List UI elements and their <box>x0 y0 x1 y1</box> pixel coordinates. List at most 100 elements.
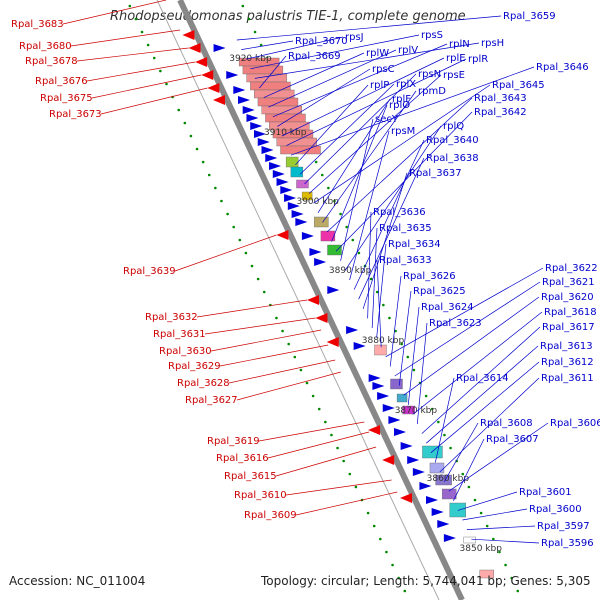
forward-gene <box>295 218 308 226</box>
forward-gene <box>327 286 340 294</box>
forward-gene-label: Rpal_3670 <box>295 36 348 47</box>
forward-gene-label: Rpal_3633 <box>379 255 432 266</box>
gc-dot-outer <box>311 394 315 398</box>
forward-gene-label: Rpal_3626 <box>403 271 456 282</box>
reverse-label-leader <box>91 74 202 99</box>
forward-label-leader <box>398 290 412 386</box>
forward-label-leader <box>286 58 467 146</box>
reverse-label-leader <box>100 87 208 115</box>
reverse-gene <box>188 43 201 53</box>
forward-label-leader <box>457 491 518 511</box>
reverse-label-leader <box>275 446 377 477</box>
gc-dot-outer <box>207 173 211 177</box>
forward-gene <box>314 258 327 266</box>
forward-label-leader <box>259 55 287 89</box>
reverse-label-leader <box>196 299 308 318</box>
reverse-gene <box>307 295 319 305</box>
forward-gene-label: Rpal_3608 <box>480 418 533 429</box>
reverse-gene-label: Rpal_3673 <box>49 109 102 120</box>
gc-dot-outer <box>165 82 168 86</box>
gc-dot-outer <box>275 316 278 320</box>
gc-dot-inner <box>443 433 446 437</box>
forward-gene-label: rpsS <box>421 30 443 41</box>
forward-gene <box>437 520 450 528</box>
gc-dot-outer <box>152 56 156 60</box>
gc-dot-outer <box>366 511 370 515</box>
forward-label-leader <box>403 296 540 396</box>
gc-dot-inner <box>394 329 397 333</box>
position-tick-label: 3870 kbp <box>395 406 438 416</box>
reverse-gene <box>213 95 225 105</box>
forward-label-leader <box>444 422 479 482</box>
forward-label-leader <box>376 243 387 338</box>
forward-gene <box>309 248 322 256</box>
forward-label-leader <box>394 281 541 377</box>
gene-feature <box>253 89 295 99</box>
gc-dot-inner <box>510 576 513 580</box>
gc-dot-outer <box>391 563 394 567</box>
forward-gene-label: Rpal_3601 <box>519 487 572 498</box>
forward-gene-label: Rpal_3659 <box>503 11 556 22</box>
forward-gene <box>388 416 401 424</box>
forward-gene-label: Rpal_3634 <box>388 239 441 250</box>
forward-label-leader <box>412 311 543 415</box>
forward-gene <box>250 122 263 130</box>
forward-label-leader <box>416 322 428 425</box>
reverse-label-leader <box>295 491 398 516</box>
gc-dot-outer <box>354 485 358 489</box>
gc-dot-inner <box>473 498 477 502</box>
forward-gene <box>261 146 274 154</box>
forward-gene-label: Rpal_3636 <box>373 207 426 218</box>
reverse-label-leader <box>219 344 329 367</box>
gc-dot-inner <box>430 407 434 411</box>
reverse-gene <box>207 83 220 93</box>
forward-gene <box>394 428 407 436</box>
forward-gene-label: rplQ <box>443 121 464 132</box>
forward-gene-label: rpsC <box>372 64 395 75</box>
forward-label-leader <box>340 118 374 261</box>
forward-gene <box>226 71 239 79</box>
reverse-gene <box>195 57 208 67</box>
forward-gene <box>372 382 385 390</box>
forward-gene <box>272 170 285 178</box>
reverse-label-leader <box>258 421 365 442</box>
gc-dot-inner <box>516 589 520 593</box>
forward-gene <box>412 468 425 476</box>
reverse-gene <box>276 230 289 240</box>
position-tick-label: 3910 kbp <box>264 128 307 138</box>
forward-label-leader <box>353 139 425 290</box>
gc-dot-inner <box>492 537 495 541</box>
forward-gene <box>301 232 314 240</box>
topology-label: Topology: circular; Length: 5,744,041 bp… <box>261 574 591 588</box>
reverse-gene <box>382 455 395 465</box>
gc-dot-inner <box>327 186 330 190</box>
reverse-gene <box>182 30 195 40</box>
gene-feature <box>301 191 313 201</box>
forward-gene <box>257 138 270 146</box>
gene-feature <box>314 216 329 228</box>
forward-gene-label: Rpal_3638 <box>426 153 479 164</box>
reverse-gene-label: Rpal_3680 <box>19 41 72 52</box>
gc-dot-outer <box>232 225 235 229</box>
gene-feature <box>285 156 299 168</box>
genome-backbone <box>177 0 465 600</box>
position-tick-label: 3920 kbp <box>229 54 272 64</box>
gc-dot-outer <box>305 381 309 385</box>
forward-label-leader <box>421 326 541 434</box>
forward-gene <box>407 456 420 464</box>
reverse-gene <box>326 337 339 347</box>
forward-gene <box>213 44 226 52</box>
forward-gene-label: Rpal_3635 <box>379 223 432 234</box>
reverse-label-leader <box>228 359 336 384</box>
gc-dot-outer <box>336 446 339 450</box>
gc-dot-outer <box>226 212 229 216</box>
reverse-label-leader <box>76 47 189 62</box>
gc-dot-inner <box>369 277 373 281</box>
gene-feature <box>422 445 443 459</box>
gc-dot-inner <box>241 4 245 8</box>
gc-dot-outer <box>385 550 388 554</box>
forward-gene-label: rpsE <box>443 70 465 81</box>
gene-feature <box>479 569 494 579</box>
gc-dot-inner <box>449 446 452 450</box>
gc-dot-inner <box>382 303 385 307</box>
